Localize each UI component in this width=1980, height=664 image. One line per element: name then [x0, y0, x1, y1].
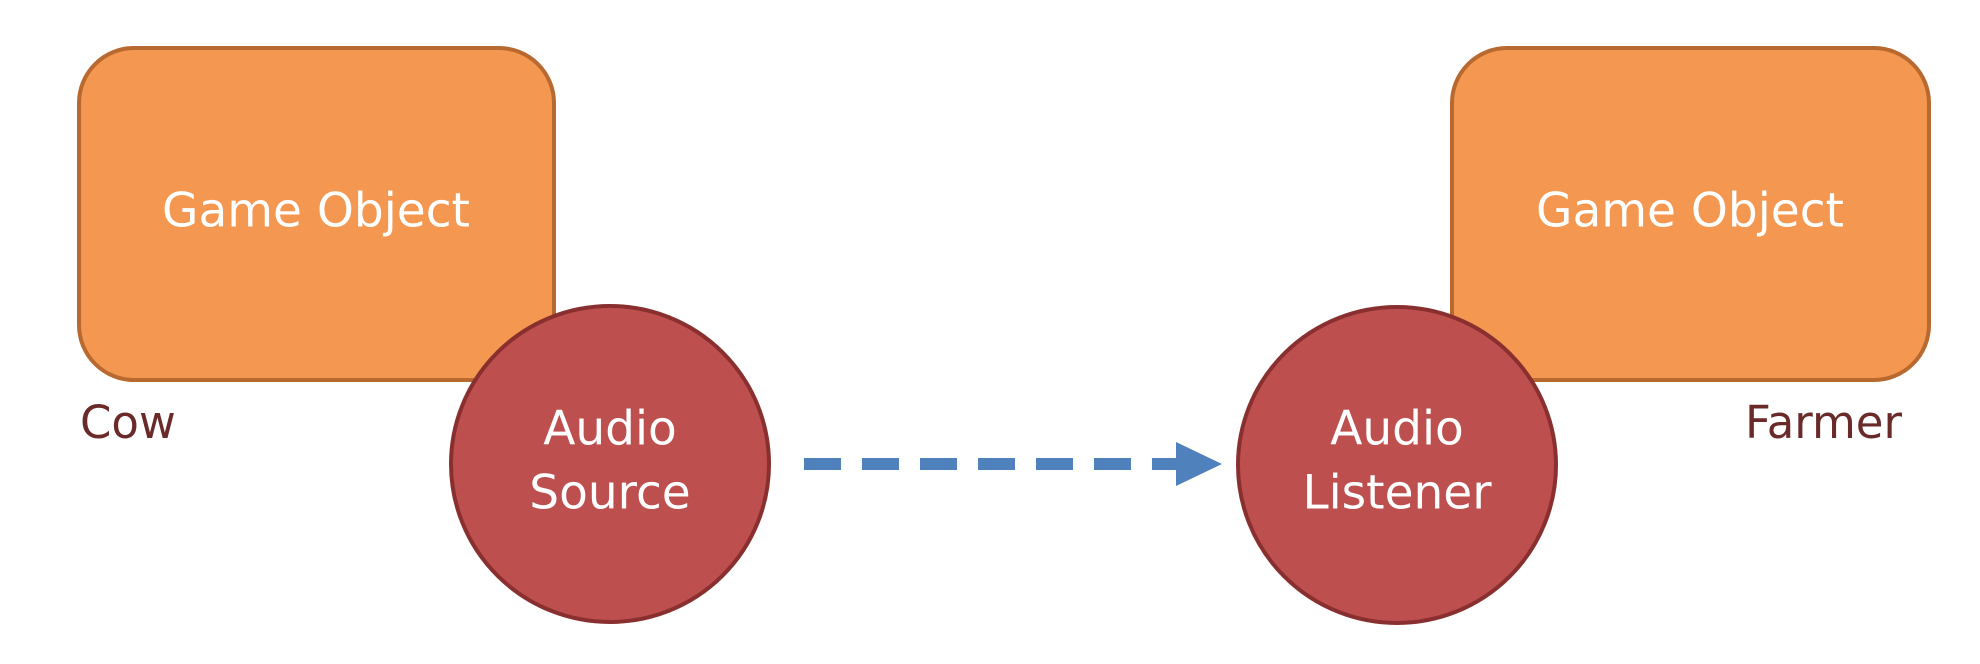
farmer-game-object-label: Game Object: [1536, 184, 1844, 239]
audio-source-label-line2: Source: [529, 466, 690, 521]
cow-game-object-box: [77, 46, 556, 382]
cow-game-object: Game Object: [77, 46, 556, 382]
sound-arrow: [804, 442, 1222, 486]
farmer-game-object: Game Object: [1450, 46, 1931, 382]
audio-listener-label-line1: Audio: [1330, 402, 1464, 457]
farmer-game-object-box: [1450, 46, 1931, 382]
audio-listener-node: Audio Listener: [1236, 305, 1558, 625]
farmer-caption: Farmer: [1745, 396, 1903, 449]
audio-listener-circle: [1236, 305, 1558, 625]
audio-source-node: Audio Source: [449, 304, 771, 624]
audio-source-circle: [449, 304, 771, 624]
audio-listener-label-line2: Listener: [1302, 466, 1492, 521]
sound-arrow-head: [1176, 442, 1222, 486]
cow-game-object-label: Game Object: [162, 184, 470, 239]
cow-caption: Cow: [80, 396, 176, 449]
audio-source-label-line1: Audio: [543, 402, 677, 457]
